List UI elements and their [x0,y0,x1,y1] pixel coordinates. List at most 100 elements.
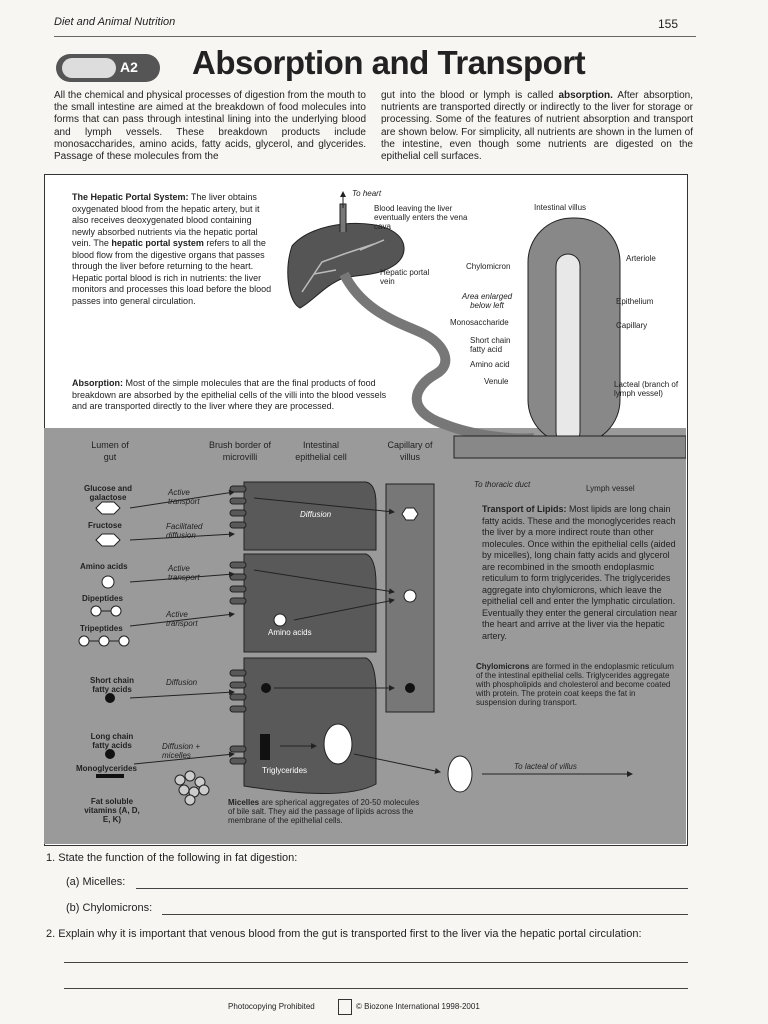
label-facilitated: Facilitated diffusion [166,522,203,540]
microvilli [229,485,247,765]
label-amino-acid: Amino acid [470,360,510,369]
col-lumen: Lumen of gut [91,440,129,462]
capillary-fatty-dot-icon [405,683,415,693]
liver-shape [287,222,405,309]
villus-base [453,435,686,459]
label-lacteal: Lacteal (branch of lymph vessel) [614,380,679,398]
page-number: 155 [657,17,678,31]
label-cell-diffusion: Diffusion [300,510,332,519]
no-copy-icon [338,999,352,1015]
hepatic-portal-text: The Hepatic Portal System: The liver obt… [72,192,272,307]
epithelial-cell-top [243,481,377,551]
intro-right-text: gut into the blood or lymph is called [381,90,559,101]
label-area-enlarged: Area enlarged below left [461,292,513,310]
label-short-chain-fa: Short chain fatty acids [89,676,134,694]
answer-line-1b[interactable] [162,914,688,915]
hepatic-term: hepatic portal system [111,238,204,248]
label-fat-soluble: Fat soluble vitamins (A, D, E, K) [84,797,140,824]
absorption-body: Most of the simple molecules that are th… [72,378,387,411]
question-2: 2. Explain why it is important that veno… [46,928,642,940]
label-hepatic-portal-vein: Hepatic portal vein [380,268,430,286]
long-chain-dot-icon [105,749,115,759]
epithelial-cell-middle [243,553,377,653]
absorption-text: Absorption: Most of the simple molecules… [72,378,402,413]
label-active-transport-1: Active transport [168,488,200,506]
label-fructose: Fructose [88,521,122,530]
cell-amino-icon [273,613,287,627]
label-blood-leaving: Blood leaving the liver eventually enter… [374,204,468,231]
label-monoglycerides: Monoglycerides [76,764,137,773]
chylo-body: are formed in the endoplasmic reticulum … [476,662,674,707]
micelles-heading: Micelles [228,798,260,807]
label-dipeptides: Dipeptides [82,594,123,603]
label-chylomicron: Chylomicron [466,262,511,271]
vena-cava [339,203,347,232]
chylo-heading: Chylomicrons [476,662,530,671]
footer-right: © Biozone International 1998-2001 [356,1002,480,1011]
glucose-hexagon-icon [95,501,121,515]
label-venule: Venule [484,377,509,386]
label-intestinal-villus: Intestinal villus [534,203,587,212]
hepatic-portal-vein [339,271,535,444]
hepatic-heading: The Hepatic Portal System: [72,192,189,202]
lipid-body: Most lipids are long chain fatty acids. … [482,504,678,641]
figure-art [78,191,686,806]
short-chain-dot-icon [105,693,115,703]
label-thoracic-duct: To thoracic duct [474,480,531,489]
header-rule [54,36,696,37]
triglyceride-icon [260,734,270,760]
label-triglycerides: Triglycerides [262,766,308,775]
label-capillary: Capillary [616,321,648,330]
answer-line-2a[interactable] [64,962,688,963]
lipid-transport-text: Transport of Lipids: Most lipids are lon… [482,504,678,642]
label-to-lacteal: To lacteal of villus [514,762,577,771]
intro-right-text2: After absorption, nutrients are transpor… [381,90,693,163]
label-active-transport-3: Active transport [166,610,198,628]
label-long-chain-fa: Long chain fatty acids [90,732,134,750]
dipeptide-icon [90,605,122,617]
question-1: 1. State the function of the following i… [46,852,298,864]
footer-left: Photocopying Prohibited [228,1002,315,1011]
flow-arrows [129,489,633,777]
micelles-body: are spherical aggregates of 20-50 molecu… [228,798,420,825]
page-title: Absorption and Transport [192,44,586,81]
amino-acid-circle-icon [101,575,115,589]
intro-term: absorption. [558,90,613,101]
label-diffusion-1: Diffusion [166,678,198,687]
intro-left: All the chemical and physical processes … [54,90,366,163]
fructose-hexagon-icon [95,533,121,547]
label-glucose: Glucose and galactose [83,484,132,502]
absorption-heading: Absorption: [72,378,123,388]
hepatic-p2: refers to all the blood flow from the di… [72,238,272,306]
label-short-chain: Short chain fatty acid [470,336,511,354]
chylomicron-icon [323,723,353,765]
hepatic-p1: The liver obtains oxygenated blood from … [72,192,260,248]
intro-right: gut into the blood or lymph is called ab… [381,90,693,163]
micelles-text: Micelles are spherical aggregates of 20-… [228,798,428,825]
section-code: A2 [120,59,138,75]
label-tripeptides: Tripeptides [80,624,123,633]
label-to-heart: To heart [352,189,382,198]
lipid-heading: Transport of Lipids: [482,504,567,514]
chylomicron-text: Chylomicrons are formed in the endoplasm… [476,662,676,707]
liver-vessels [301,239,385,293]
col-capillary: Capillary of villus [387,440,433,462]
col-brush: Brush border of microvilli [208,440,272,462]
question-1b-label: (b) Chylomicrons: [66,902,153,914]
label-lymph-vessel: Lymph vessel [586,484,635,493]
label-active-transport-2: Active transport [168,564,200,582]
answer-line-1a[interactable] [136,888,688,889]
label-amino-acids-cell: Amino acids [268,628,312,637]
running-header: Diet and Animal Nutrition [54,16,176,28]
chylomicron-out-icon [447,755,473,793]
label-amino-acids: Amino acids [80,562,128,571]
question-1a-label: (a) Micelles: [66,876,126,888]
cell-fatty-dot-icon [261,683,271,693]
monoglyceride-bar-icon [96,774,124,778]
answer-line-2b[interactable] [64,988,688,989]
capillary-hexagon-icon [401,507,419,521]
micelle-cluster-icon [174,770,210,806]
label-epithelium: Epithelium [616,297,654,306]
hand-icon [62,58,116,78]
label-arteriole: Arteriole [626,254,656,263]
